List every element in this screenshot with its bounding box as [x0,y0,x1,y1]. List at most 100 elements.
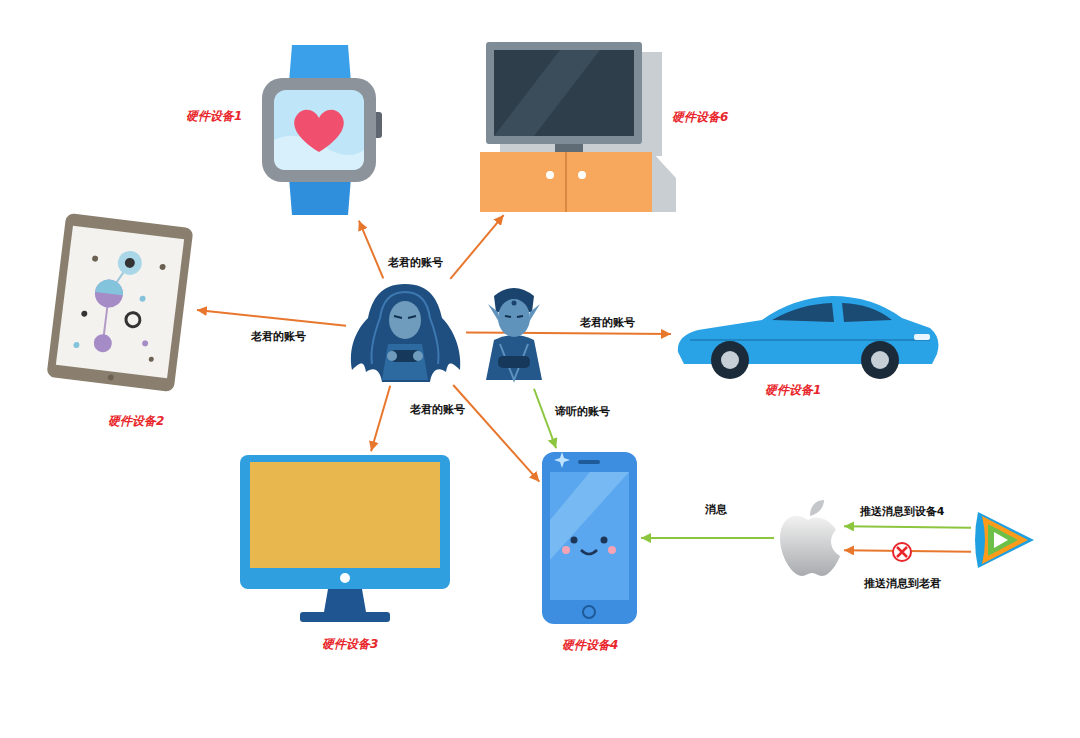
device-label: 硬件设备3 [322,637,378,651]
tencent-video-logo [975,512,1034,568]
illustration-part [897,547,907,557]
illustration-part [486,335,542,380]
illustration-part [842,303,892,322]
smart-watch [262,45,382,215]
illustration-part [711,341,749,379]
illustration-part [93,278,124,309]
illustration-part [93,333,113,353]
arrow-label: 老君的账号 [577,315,638,330]
illustration-part [240,455,450,589]
laojun-character [351,284,460,382]
arrow-label: 推送消息到老君 [861,576,944,591]
illustration-part [512,301,517,306]
illustration-part [139,295,146,302]
device-label: 硬件设备4 [562,638,618,652]
tv-device: 硬件设备6 [480,40,676,212]
illustration-part [95,278,124,295]
account-arrow [450,215,503,279]
illustration-part [300,612,390,622]
illustration-part [772,303,834,322]
apple-logo [780,500,840,576]
watch-device: 硬件设备1 [262,45,380,217]
illustration-part [488,304,540,322]
illustration-part [389,301,421,339]
illustration-part [975,512,1034,568]
smartphone [542,452,637,624]
illustration-part [394,316,416,318]
illustration-part [601,537,608,544]
illustration-part [583,606,595,618]
illustration-part [652,152,676,212]
video-app [975,510,1037,570]
illustration-part [159,264,166,271]
illustration-part [324,589,366,612]
account-arrow [453,385,539,482]
blocked-mark [893,543,911,561]
illustration-part [81,310,88,317]
illustration-part [581,550,597,554]
illustration-part [982,516,1028,564]
illustration-part [498,356,530,368]
illustration-part [554,452,570,468]
illustration-part [494,50,600,136]
desktop-monitor [240,455,450,622]
illustration-part [578,171,586,179]
illustration-part [505,316,523,317]
illustration-part [274,90,364,170]
car-device: 硬件设备1 [675,295,937,375]
illustration-part [780,516,840,576]
account-arrow [641,537,774,539]
account-arrow [197,310,346,326]
apple-push-service [778,500,840,576]
illustration-part [486,42,642,144]
account-arrow [359,221,383,279]
account-arrow [844,526,971,527]
illustration-part [413,351,423,361]
device-label: 硬件设备6 [672,110,728,124]
account-arrow [466,332,671,334]
illustration-part [148,356,154,362]
illustration-part [371,292,438,364]
illustration-part [498,299,530,337]
device-label: 硬件设备2 [108,414,164,428]
illustration-part [690,339,930,341]
tablet-device: 硬件设备2 [48,212,193,392]
illustration-part [73,342,80,349]
illustration-part [994,532,1008,548]
tablet [46,213,193,392]
illustration-part [871,351,889,369]
illustration-part [571,537,578,544]
arrow-label: 推送消息到设备4 [857,504,948,519]
illustration-part [107,374,114,381]
diting-character [486,288,542,380]
laojun-figure [350,282,462,382]
illustration-part [340,573,350,583]
illustration-part [92,255,99,262]
illustration-part [550,472,629,560]
illustration-part [893,543,911,561]
illustration-part [351,284,460,382]
illustration-part [721,351,739,369]
arrow-label: 谛听的账号 [552,404,613,419]
device-label: 硬件设备1 [765,383,821,397]
illustration-part [116,250,143,277]
account-arrow [371,386,390,451]
arrow-label: 消息 [702,502,730,517]
monitor-device: 硬件设备3 [240,455,450,625]
illustration-part [565,152,567,212]
illustration-part [578,460,600,464]
illustration-part [250,462,440,568]
illustration-part [382,344,428,380]
illustration-part [480,152,652,212]
illustration-part [387,351,397,361]
illustration-part [142,340,149,347]
arrow-label: 老君的账号 [407,402,468,417]
illustration-part [542,452,637,624]
phone-device: 硬件设备4 [542,452,637,624]
arrow-label: 老君的账号 [385,255,446,270]
illustration-part [546,171,554,179]
illustration-part [562,546,570,554]
illustration-part [46,213,193,392]
